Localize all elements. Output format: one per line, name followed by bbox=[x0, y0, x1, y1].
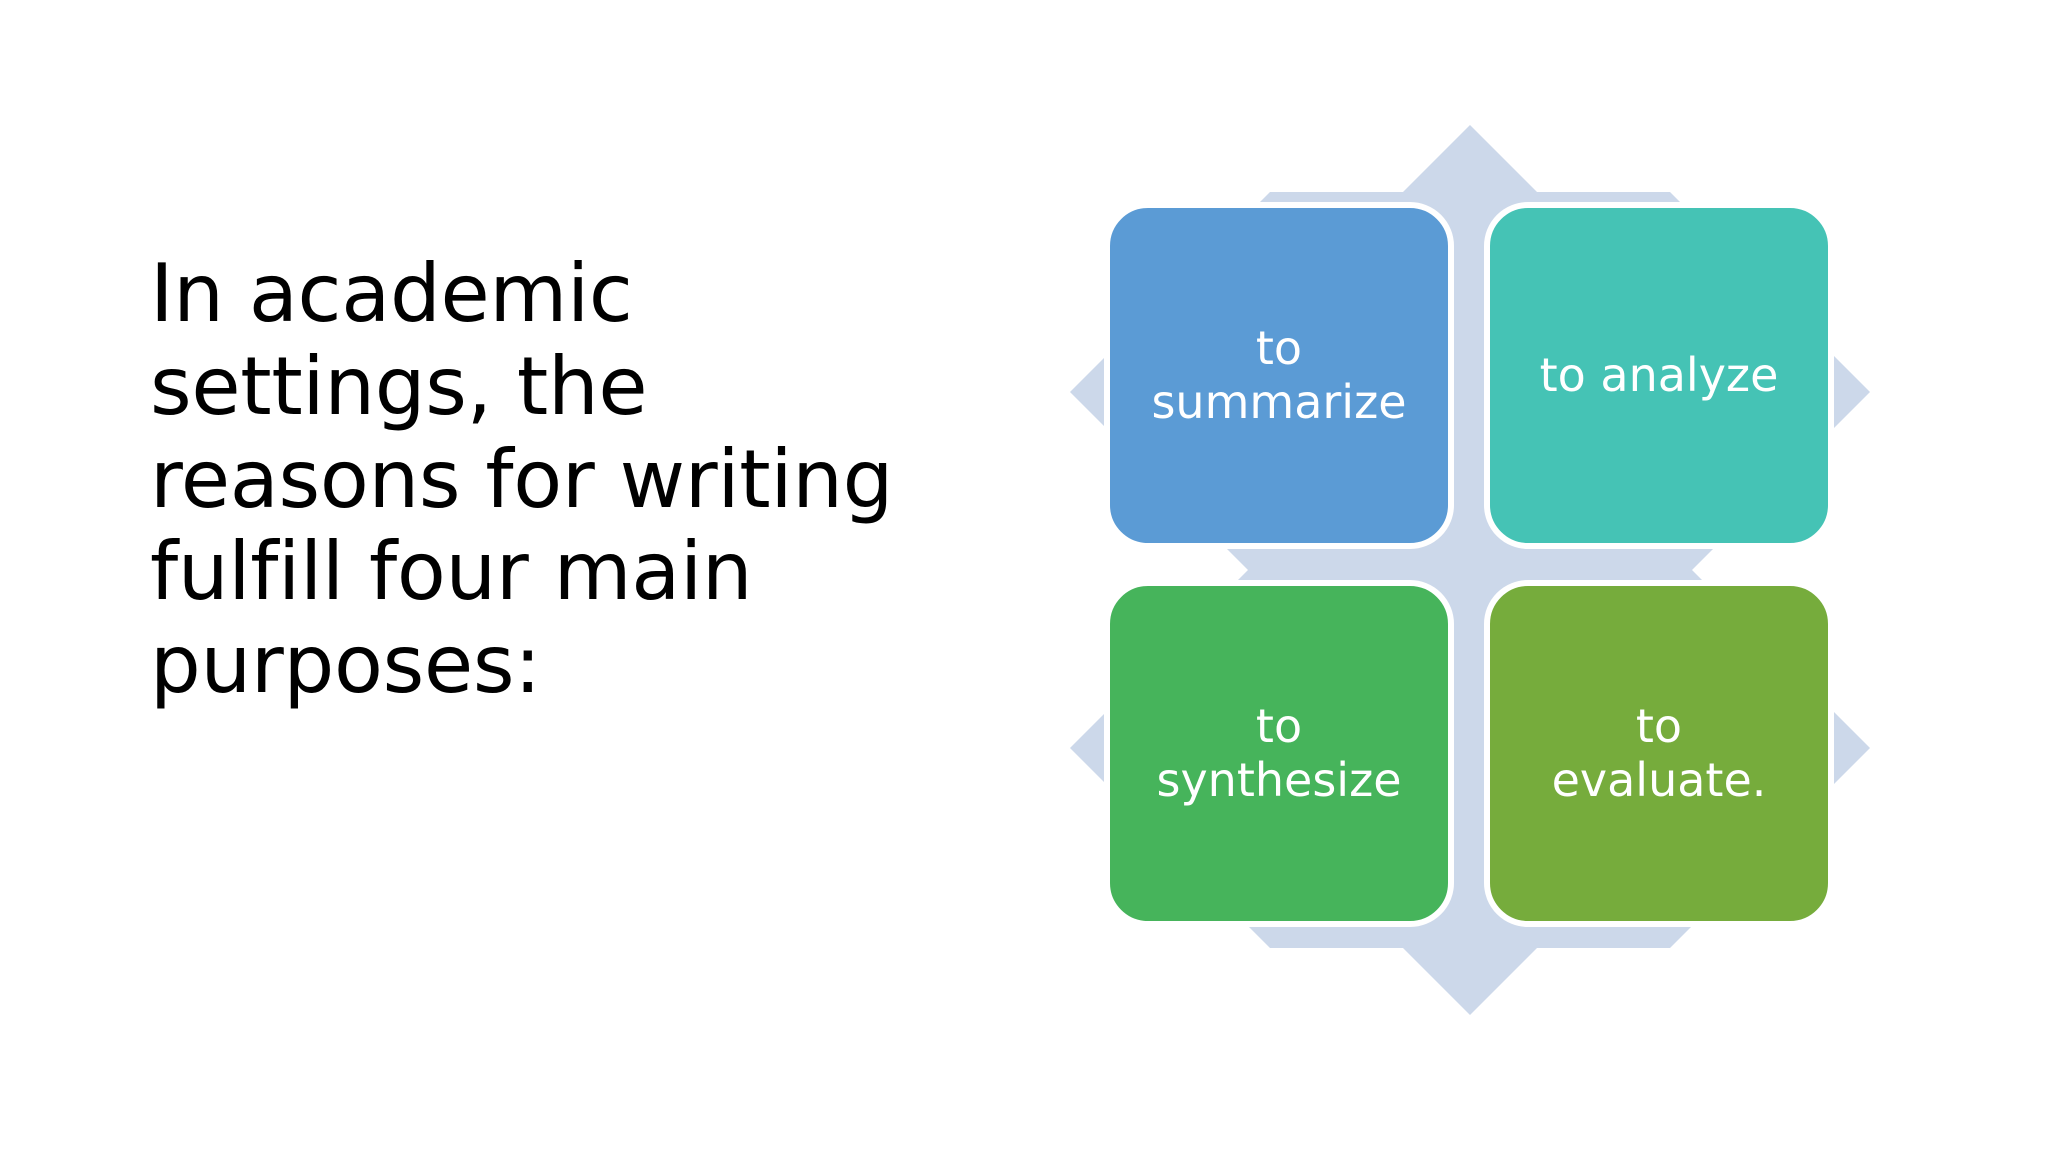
quadrant-analyze[interactable]: to analyze bbox=[1484, 202, 1834, 549]
quadrant-summarize[interactable]: to summarize bbox=[1104, 202, 1454, 549]
quadrant-evaluate[interactable]: to evaluate. bbox=[1484, 580, 1834, 927]
four-quadrant-diagram: to summarize to analyze to synthesize to… bbox=[1020, 110, 1920, 1030]
quadrant-grid: to summarize to analyze to synthesize to… bbox=[1020, 110, 1920, 1030]
quadrant-synthesize[interactable]: to synthesize bbox=[1104, 580, 1454, 927]
slide-body-text: In academic settings, the reasons for wr… bbox=[150, 247, 919, 712]
